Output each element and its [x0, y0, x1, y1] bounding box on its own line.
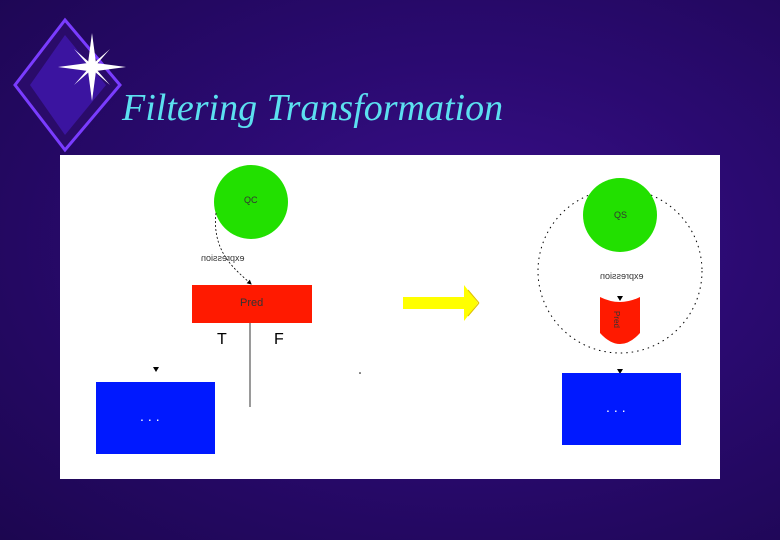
transform-arrow-icon — [403, 285, 478, 321]
left-qc-circle — [214, 165, 288, 239]
right-pred-shape — [600, 297, 640, 344]
right-qs-label: QS — [614, 210, 628, 220]
slide-title: Filtering Transformation — [122, 87, 504, 129]
false-branch-label: F — [274, 331, 284, 348]
left-pred-label: Pred — [240, 297, 264, 309]
left-blue-box: ... — [96, 382, 215, 454]
left-qc-label: QC — [244, 195, 258, 205]
left-expression-label: expression — [201, 253, 245, 263]
diagram-lines — [153, 165, 703, 407]
right-box-label: ... — [606, 399, 630, 415]
true-branch-label: T — [217, 331, 227, 348]
right-pred-label: Pred — [611, 311, 621, 328]
left-box-arrowhead — [153, 367, 159, 372]
diagram-panel: QC expression Pred T F ... QS expression… — [60, 155, 720, 479]
left-expression-arrow — [215, 212, 252, 285]
sparkle-logo-icon — [13, 17, 126, 153]
right-qs-circle — [583, 178, 657, 252]
right-box-arrowhead — [617, 369, 623, 374]
right-expression-label: expression — [600, 271, 644, 281]
left-box-label: ... — [140, 408, 164, 424]
right-blue-box: ... — [562, 373, 681, 445]
left-pred-rect — [192, 285, 312, 323]
